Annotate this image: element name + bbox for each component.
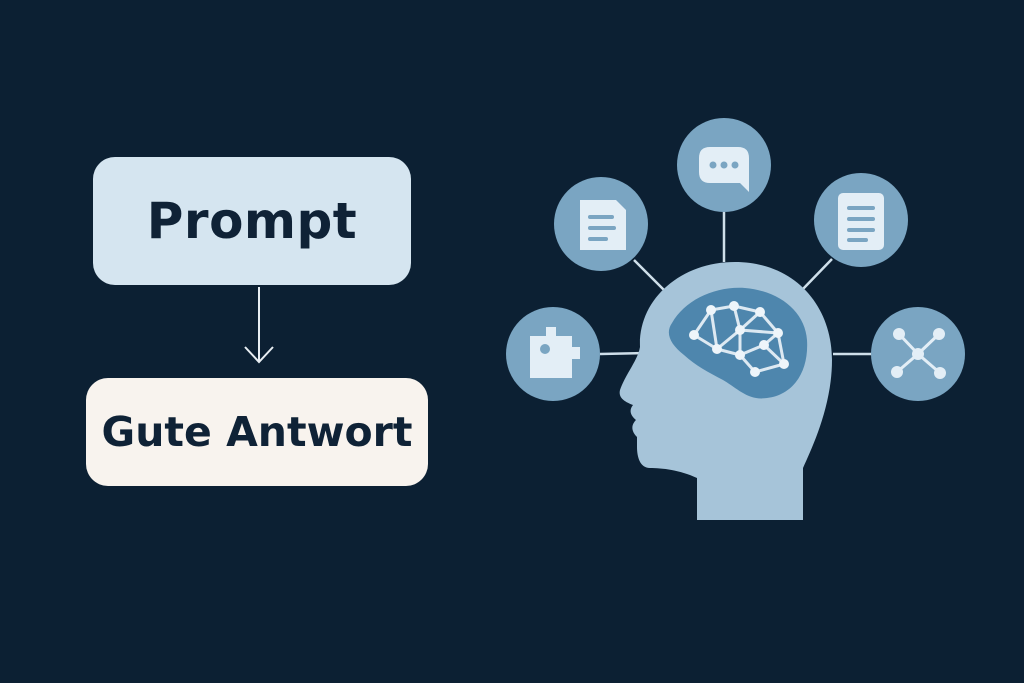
- prompt-label: Prompt: [146, 192, 358, 250]
- document-icon: [580, 200, 626, 250]
- puzzle-node: [506, 307, 600, 401]
- brain-icon: [668, 287, 808, 399]
- down-arrow-icon: [244, 287, 274, 364]
- document-right-node: [814, 173, 908, 267]
- prompt-box: Prompt: [93, 157, 411, 285]
- chat-node: [677, 118, 771, 212]
- network-node: [871, 307, 965, 401]
- chat-bubble-icon: [699, 147, 749, 192]
- brain-network-icon: [689, 301, 789, 377]
- connector-line: [801, 258, 833, 291]
- connector-line: [633, 259, 665, 291]
- network-nodes-icon: [891, 328, 946, 379]
- answer-box: Gute Antwort: [86, 378, 428, 486]
- document-icon: [838, 193, 884, 250]
- puzzle-piece-icon: [530, 327, 580, 378]
- document-left-node: [554, 177, 648, 271]
- answer-label: Gute Antwort: [101, 408, 413, 456]
- connector-line: [599, 351, 647, 356]
- connector-lines: [599, 212, 872, 356]
